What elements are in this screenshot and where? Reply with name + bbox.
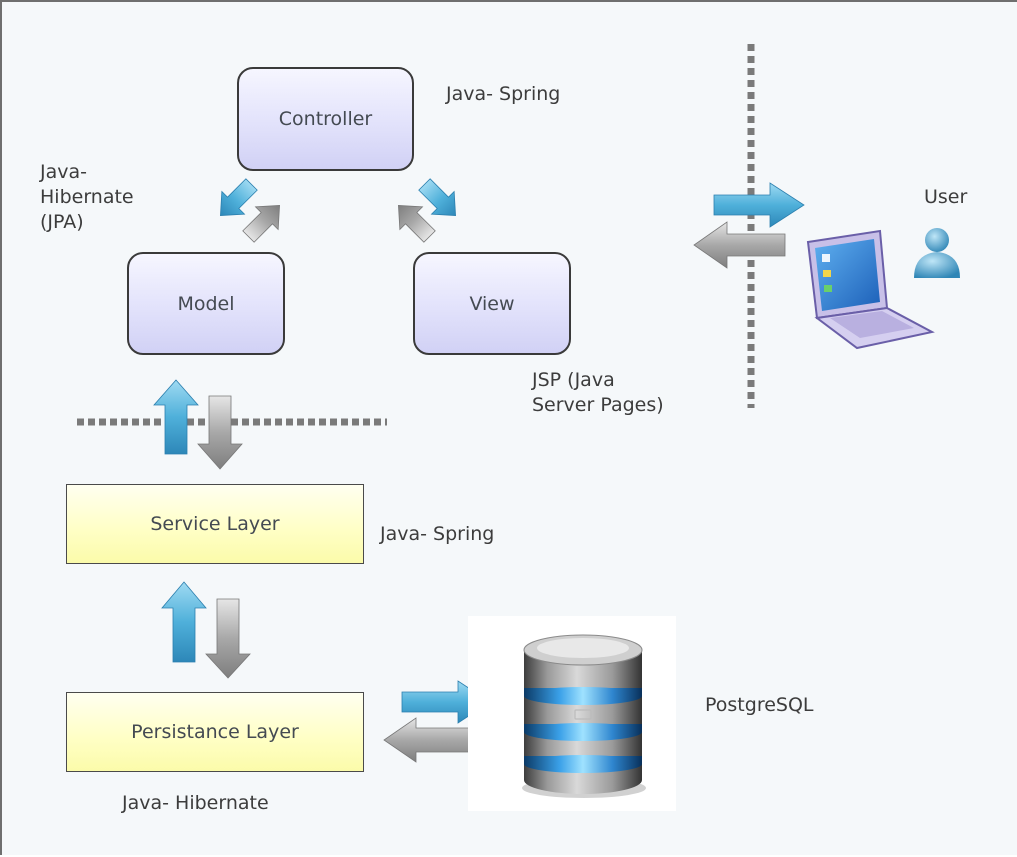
model-tech-label: Java- Hibernate (JPA) — [40, 160, 134, 235]
view-tech-label: JSP (Java Server Pages) — [532, 368, 664, 418]
user-icon — [914, 228, 960, 278]
view-tech-line: Server Pages) — [532, 394, 664, 416]
persistance-layer-label: Persistance Layer — [131, 721, 299, 743]
arrow-controller-to-view — [418, 178, 456, 216]
arrow-model-to-controller — [242, 205, 280, 243]
view-tech-line: JSP (Java — [532, 369, 615, 391]
model-label: Model — [177, 292, 235, 315]
model-tech-line: Hibernate — [40, 186, 134, 208]
controller-box: Controller — [237, 67, 414, 171]
database-label: PostgreSQL — [705, 694, 814, 716]
user-label: User — [924, 186, 968, 208]
view-label: View — [469, 292, 515, 315]
persistance-tech-label: Java- Hibernate — [122, 792, 269, 814]
service-tech-label: Java- Spring — [380, 523, 495, 545]
database-icon — [468, 616, 676, 811]
arrow-view-to-controller — [398, 205, 436, 243]
arrow-service-to-model — [153, 379, 199, 455]
laptop-icon — [806, 229, 935, 350]
controller-label: Controller — [278, 108, 373, 130]
arrow-system-to-user — [713, 182, 805, 228]
service-layer-box: Service Layer — [66, 484, 364, 564]
arrow-database-to-persistance — [383, 717, 473, 763]
arrow-service-to-persistance — [205, 598, 251, 679]
model-tech-line: Java- — [40, 161, 87, 183]
persistance-layer-box: Persistance Layer — [66, 692, 364, 772]
service-layer-label: Service Layer — [150, 513, 280, 535]
view-box: View — [413, 252, 571, 355]
arrow-persistance-to-service — [161, 581, 207, 663]
model-tech-line: (JPA) — [40, 211, 84, 233]
arrow-model-to-service — [197, 395, 243, 470]
arrow-controller-to-model — [220, 178, 258, 216]
model-box: Model — [127, 252, 285, 355]
arrow-user-to-system — [693, 221, 786, 269]
controller-tech-label: Java- Spring — [446, 83, 561, 105]
